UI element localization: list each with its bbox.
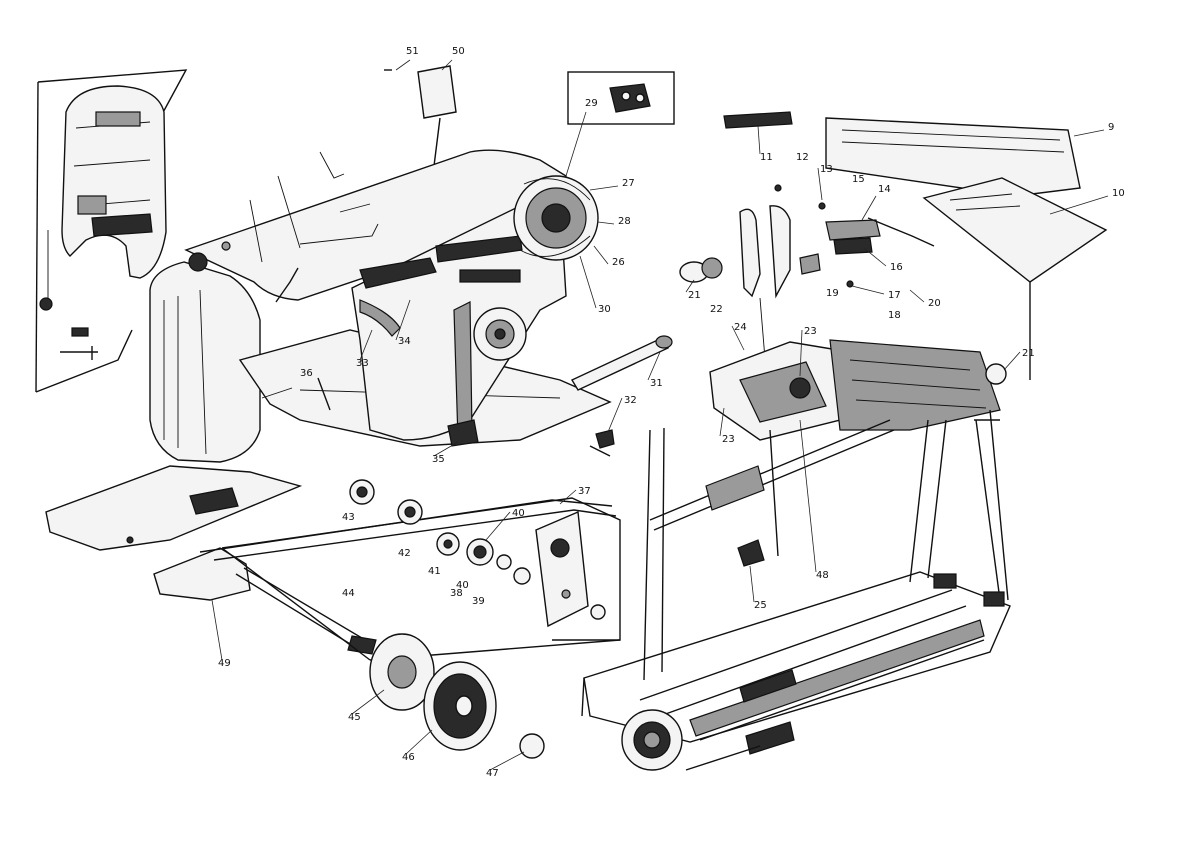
pulleys	[369, 633, 545, 759]
callout-label-31: 31	[650, 378, 663, 389]
callout-label-49: 49	[218, 658, 231, 669]
callout-label-40: 40	[456, 580, 469, 591]
callout-label-50: 50	[452, 46, 465, 57]
callout-label-25: 25	[754, 600, 767, 611]
callout-labels: 51 50 29 27 28 26 30 21 22 34 33 36 31 32 35 11 12 13 15 14…	[218, 46, 1125, 779]
small-parts-11-22	[679, 111, 935, 421]
end-cover-inset	[35, 69, 188, 393]
callout-label-23: 23	[804, 326, 817, 337]
callout-label-35: 35	[432, 454, 445, 465]
callout-label-12: 12	[796, 152, 809, 163]
callout-label-21: 21	[688, 290, 701, 301]
bed-plates	[45, 465, 617, 655]
callout-label-16: 16	[890, 262, 903, 273]
callout-label-29: 29	[585, 98, 598, 109]
callout-label-43: 43	[342, 512, 355, 523]
callout-label-45: 45	[348, 712, 361, 723]
callout-label-13: 13	[820, 164, 833, 175]
callout-label-24: 24	[734, 322, 747, 333]
callout-label-23: 23	[722, 434, 735, 445]
callout-label-36: 36	[300, 368, 313, 379]
callout-label-10: 10	[1112, 188, 1125, 199]
callout-label-21: 21	[1022, 348, 1035, 359]
callout-label-17: 17	[888, 290, 901, 301]
callout-label-48: 48	[816, 570, 829, 581]
callout-label-18: 18	[888, 310, 901, 321]
callout-label-9: 9	[1108, 122, 1114, 133]
shaft-assembly	[221, 479, 621, 661]
callout-label-11: 11	[760, 152, 773, 163]
callout-label-34: 34	[398, 336, 411, 347]
callout-label-27: 27	[622, 178, 635, 189]
callout-label-32: 32	[624, 395, 637, 406]
callout-label-37: 37	[578, 486, 591, 497]
callout-label-30: 30	[598, 304, 611, 315]
callout-label-47: 47	[486, 768, 499, 779]
callout-label-19: 19	[826, 288, 839, 299]
machine-arm	[149, 149, 673, 463]
leader-lines	[211, 111, 1109, 771]
callout-label-14: 14	[878, 184, 891, 195]
callout-label-22: 22	[710, 304, 723, 315]
part-29-inset	[567, 71, 675, 125]
callout-label-51: 51	[406, 46, 419, 57]
accessory-case	[825, 117, 1108, 380]
underside-mechanism	[581, 339, 1011, 771]
callout-label-39: 39	[472, 596, 485, 607]
callout-label-20: 20	[928, 298, 941, 309]
callout-label-44: 44	[342, 588, 355, 599]
callout-label-26: 26	[612, 257, 625, 268]
callout-label-41: 41	[428, 566, 441, 577]
callout-label-28: 28	[618, 216, 631, 227]
callout-label-40: 40	[512, 508, 525, 519]
callout-label-46: 46	[402, 752, 415, 763]
callout-label-42: 42	[398, 548, 411, 559]
callout-label-15: 15	[852, 174, 865, 185]
callout-label-38: 38	[450, 588, 463, 599]
callout-label-33: 33	[356, 358, 369, 369]
